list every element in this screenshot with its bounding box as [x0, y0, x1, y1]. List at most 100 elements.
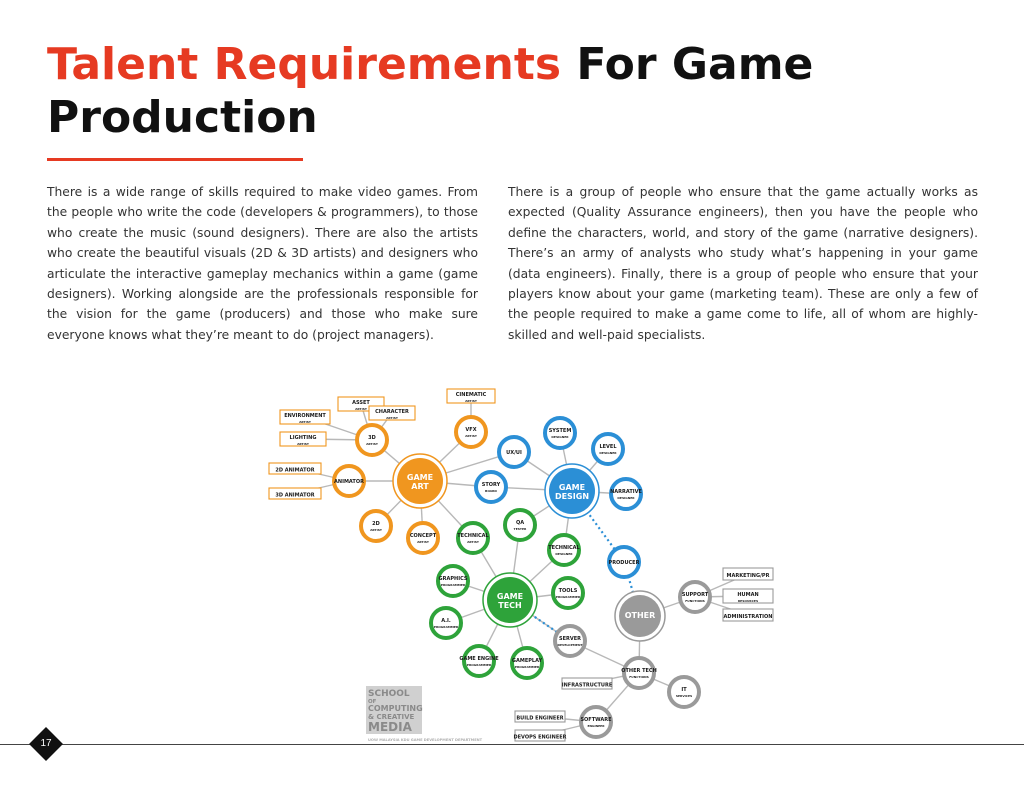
node-title: 3D	[368, 435, 376, 441]
title-underline	[47, 158, 303, 161]
ux-ui-node: UX/UI	[497, 435, 531, 469]
node-subtitle: ARTIST	[366, 442, 379, 446]
node-title: GAME ENGINE	[459, 656, 499, 662]
node-title: BUILD ENGINEER	[516, 716, 563, 722]
node-title: OTHER	[625, 611, 656, 620]
node-subtitle: PROGRAMMER	[515, 665, 540, 669]
node-subtitle: TESTER	[514, 527, 527, 531]
marketing-pr-box: MARKETING/PR	[722, 567, 774, 581]
school-logo: SCHOOL OF COMPUTING & CREATIVE MEDIA UOW…	[366, 686, 483, 742]
other-hub: OTHER	[614, 590, 666, 642]
node-title: DEVOPS ENGINEER	[513, 735, 566, 741]
node-subtitle: SERVICES	[676, 694, 692, 698]
node-subtitle: ARTIST	[386, 416, 399, 420]
logo-line: MEDIA	[368, 720, 413, 734]
node-title: TECHNICAL	[457, 533, 489, 539]
logo-line: SCHOOL	[368, 689, 410, 699]
node-title: QA	[516, 520, 524, 526]
node-subtitle: FUNCTIONS	[629, 675, 649, 679]
node-title: A.I.	[441, 618, 451, 624]
logo-caption: UOW MALAYSIA KDU GAME DEVELOPMENT DEPART…	[368, 738, 483, 742]
node-title: ADMINISTRATION	[724, 614, 773, 620]
node-subtitle: ARTIST	[297, 442, 310, 446]
node-title: SYSTEM	[549, 428, 572, 434]
paragraph-right: There is a group of people who ensure th…	[508, 185, 978, 342]
administration-box: ADMINISTRATION	[722, 608, 774, 622]
node-title: IT	[681, 687, 687, 693]
devops-engineer-box: DEVOPS ENGINEER	[513, 729, 567, 742]
page-title-rest: For Game Production	[47, 39, 814, 143]
node-title: LEVEL	[599, 444, 617, 450]
node-subtitle: DESIGN	[555, 492, 589, 501]
node-subtitle: ART	[411, 482, 429, 491]
footer-line	[0, 744, 1024, 745]
node-title: TECHNICAL	[548, 545, 580, 551]
node-subtitle: PROGRAMMER	[467, 663, 492, 667]
node-title: INFRASTRUCTURE	[562, 683, 613, 689]
node-title: NARRATIVE	[610, 489, 642, 495]
node-subtitle: DESIGNER	[617, 496, 635, 500]
node-title: GAME	[407, 473, 433, 482]
node-title: CONCEPT	[410, 533, 437, 539]
node-title: STORY	[482, 482, 501, 488]
paragraph-left: There is a wide range of skills required…	[47, 185, 478, 342]
node-title: OTHER TECH	[621, 668, 657, 674]
node-subtitle: PROGRAMMER	[441, 583, 466, 587]
logo-line: OF	[368, 699, 377, 705]
node-title: MARKETING/PR	[727, 573, 770, 579]
node-subtitle: DESIGNER	[551, 435, 569, 439]
node-title: UX/UI	[506, 450, 522, 456]
node-subtitle: ARTIST	[465, 399, 478, 403]
animator-node: ANIMATOR	[332, 464, 366, 498]
node-title: PRODUCER	[609, 560, 640, 566]
node-subtitle: ARTIST	[465, 434, 478, 438]
node-title: CINEMATIC	[456, 392, 487, 398]
node-subtitle: ARTIST	[467, 540, 480, 544]
3d-animator-box: 3D ANIMATOR	[268, 487, 322, 500]
node-subtitle: ARTIST	[355, 407, 368, 411]
page-title: Talent Requirements For Game Production	[47, 38, 947, 144]
node-title: 2D	[372, 521, 380, 527]
node-title: LIGHTING	[290, 435, 317, 441]
ai-programmer-node: A.I.PROGRAMMER	[429, 606, 463, 640]
node-subtitle: TECH	[498, 601, 522, 610]
node-title: HUMAN	[737, 592, 758, 598]
node-subtitle: DESIGNER	[555, 552, 573, 556]
node-title: SERVER	[559, 636, 581, 642]
node-subtitle: ARTIST	[299, 420, 312, 424]
page-number: 17	[40, 738, 52, 749]
node-subtitle: FUNCTIONS	[685, 599, 705, 603]
node-subtitle: ARTIST	[417, 540, 430, 544]
node-title: GAME	[497, 592, 523, 601]
node-title: TOOLS	[559, 588, 578, 594]
node-subtitle: PROGRAMMER	[434, 625, 459, 629]
node-subtitle: RESOURCES	[738, 599, 758, 603]
node-subtitle: ARTIST	[370, 528, 383, 532]
node-title: 2D ANIMATOR	[275, 468, 314, 474]
